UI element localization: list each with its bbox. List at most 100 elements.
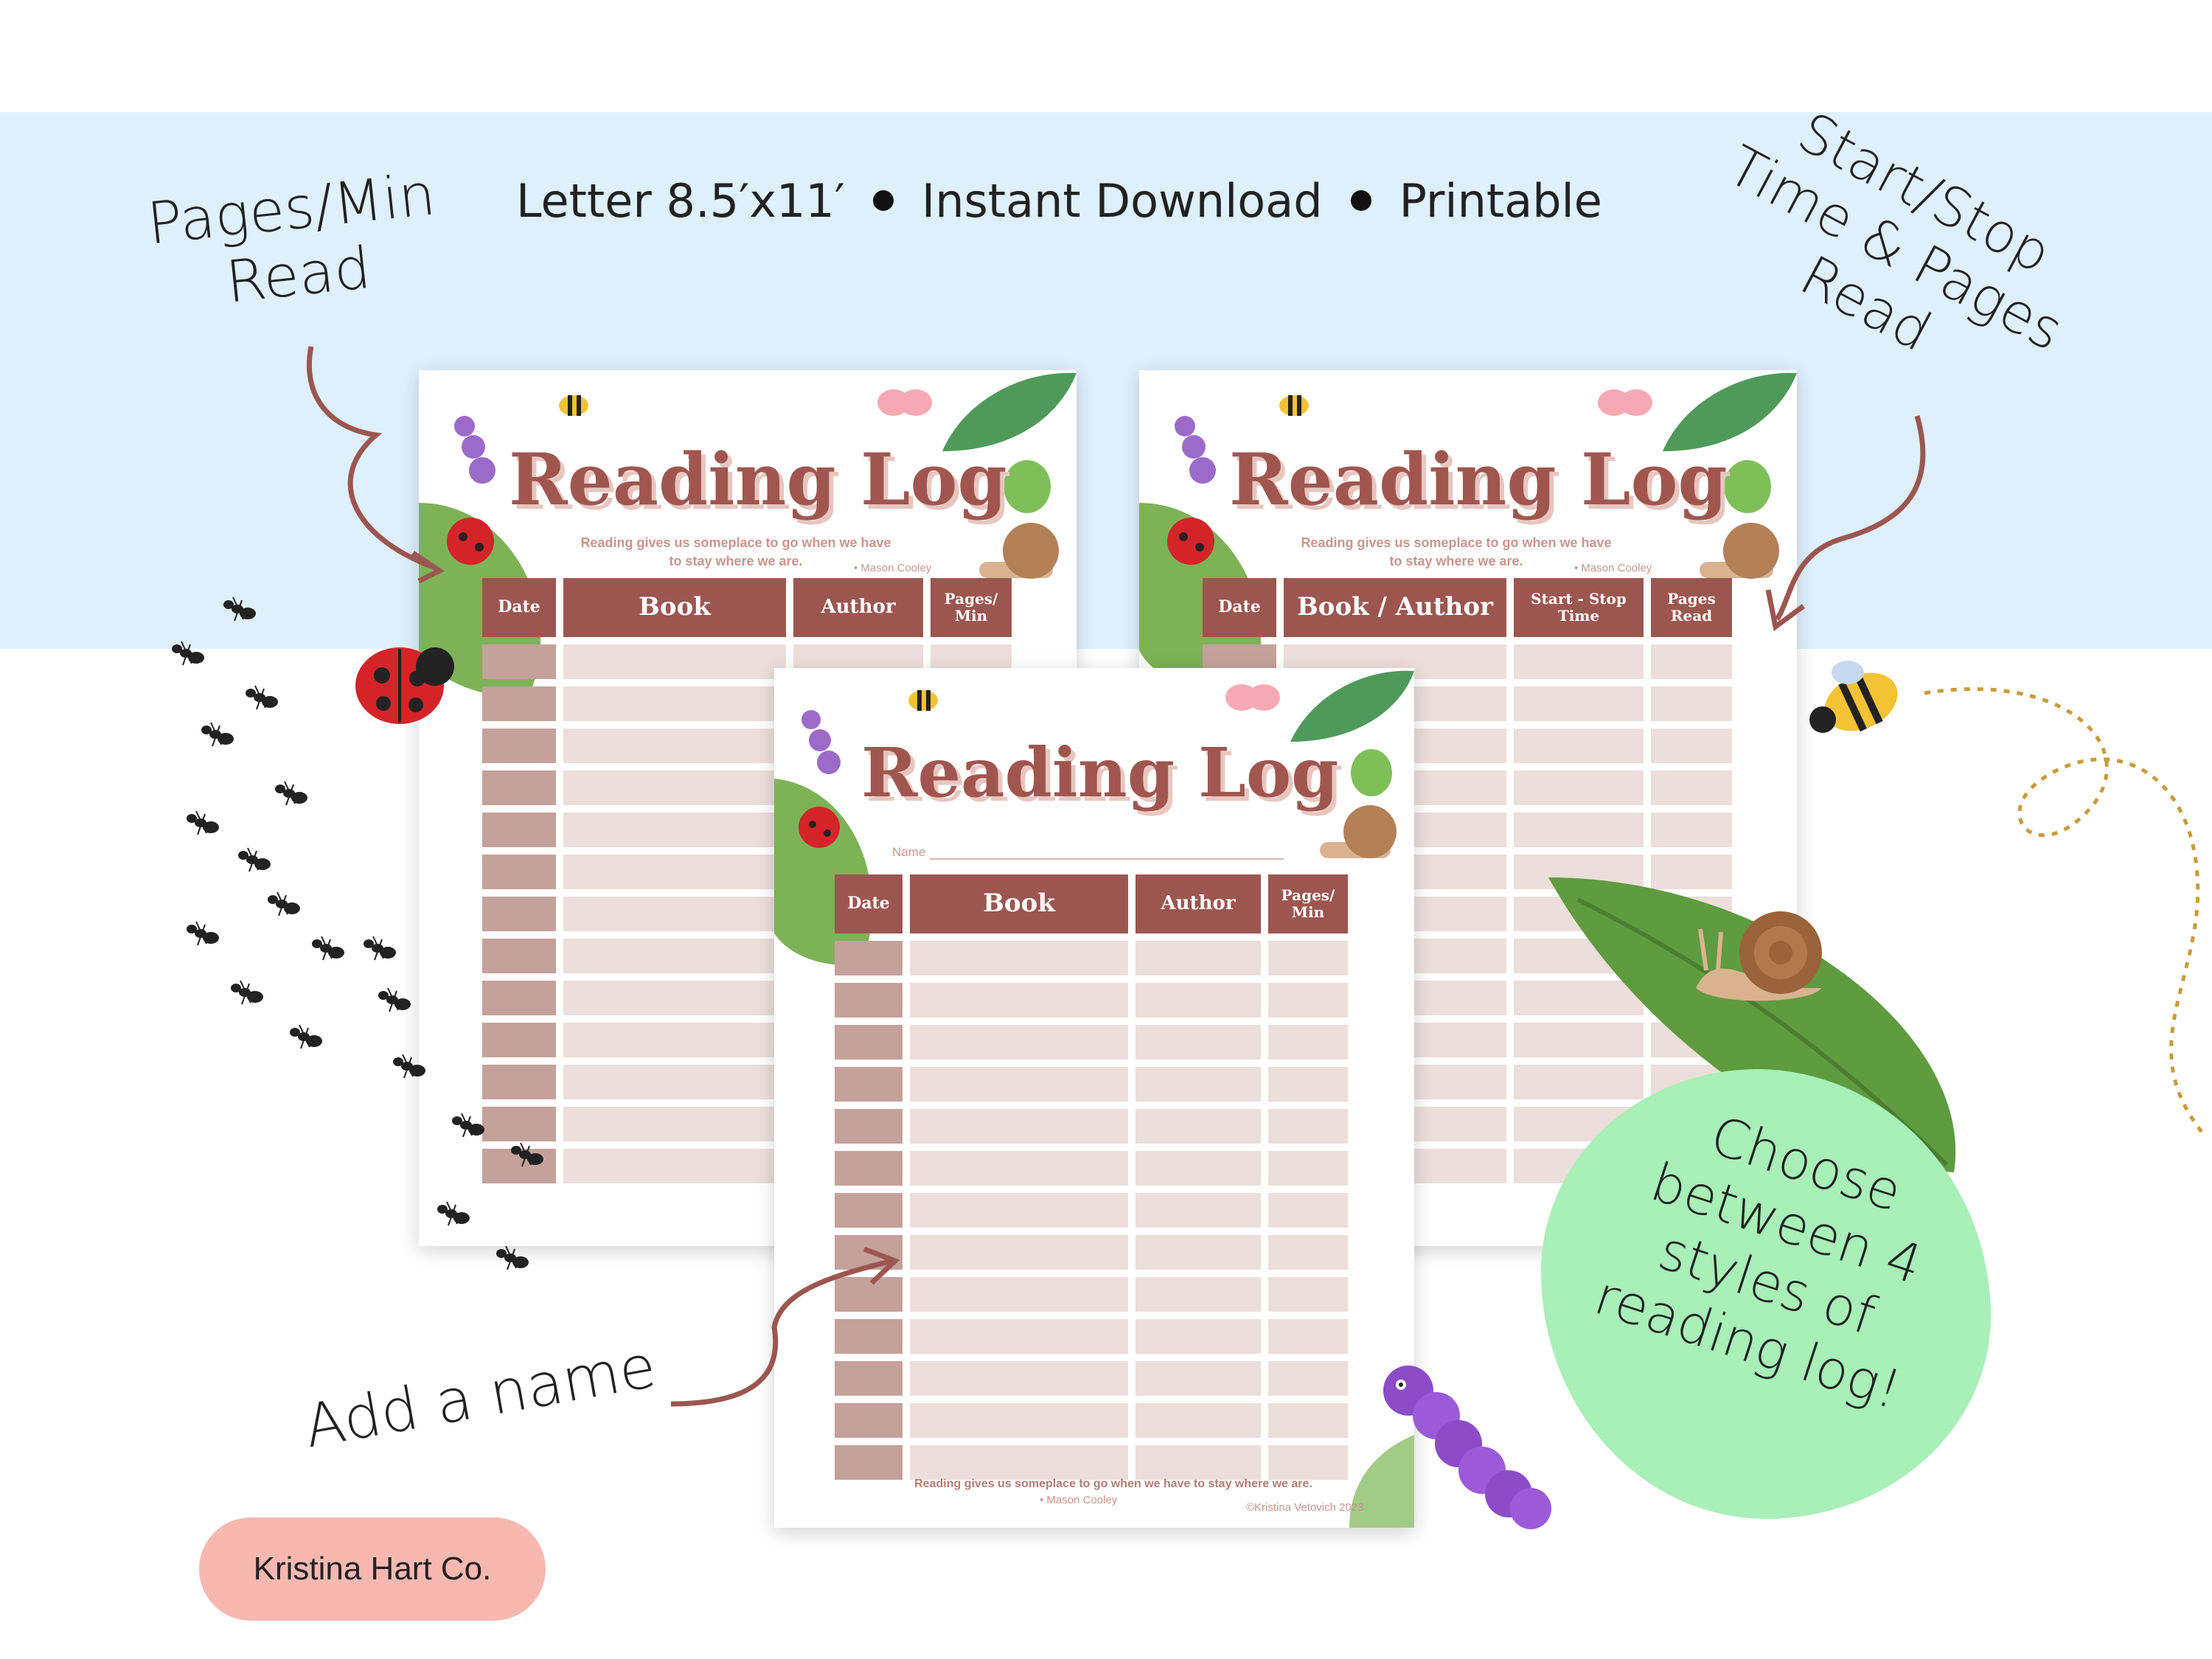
entry-cell[interactable] [1135, 1361, 1261, 1396]
entry-cell[interactable] [1135, 983, 1261, 1018]
date-cell[interactable] [482, 644, 556, 679]
entry-cell[interactable] [563, 1107, 786, 1141]
date-cell[interactable] [835, 1109, 902, 1144]
col-book: Book [563, 578, 786, 637]
ant-trail [172, 597, 543, 1270]
entry-cell[interactable] [1135, 1403, 1261, 1438]
entry-cell[interactable] [1135, 1319, 1261, 1354]
entry-cell[interactable] [1135, 1193, 1261, 1228]
entry-cell[interactable] [910, 1277, 1128, 1312]
entry-cell[interactable] [910, 1025, 1128, 1060]
date-cell[interactable] [835, 1193, 902, 1228]
entry-cell[interactable] [1514, 644, 1644, 679]
entry-cell[interactable] [1268, 941, 1348, 975]
col-book-author: Book / Author [1284, 578, 1506, 637]
entry-cell[interactable] [563, 939, 786, 973]
date-cell[interactable] [482, 813, 556, 847]
entry-cell[interactable] [1268, 1403, 1348, 1438]
entry-cell[interactable] [1268, 1319, 1348, 1354]
date-cell[interactable] [835, 1151, 902, 1186]
entry-cell[interactable] [910, 1193, 1128, 1228]
date-cell[interactable] [835, 1319, 902, 1354]
ladybug-icon [799, 807, 840, 848]
entry-cell[interactable] [910, 1445, 1128, 1480]
entry-cell[interactable] [1135, 1445, 1261, 1480]
entry-cell[interactable] [1135, 941, 1261, 975]
entry-cell[interactable] [1135, 1151, 1261, 1186]
entry-cell[interactable] [563, 1065, 786, 1099]
beetle-icon [1724, 460, 1771, 513]
entry-cell[interactable] [910, 1361, 1128, 1396]
entry-cell[interactable] [1268, 983, 1348, 1018]
entry-cell[interactable] [1514, 1065, 1644, 1099]
entry-cell[interactable] [563, 813, 786, 847]
date-cell[interactable] [835, 983, 902, 1018]
date-cell[interactable] [482, 686, 556, 721]
entry-cell[interactable] [1268, 1151, 1348, 1186]
date-cell[interactable] [482, 855, 556, 889]
date-cell[interactable] [482, 771, 556, 805]
entry-cell[interactable] [910, 983, 1128, 1018]
entry-cell[interactable] [563, 686, 786, 721]
entry-cell[interactable] [563, 771, 786, 805]
entry-cell[interactable] [1268, 1025, 1348, 1060]
date-cell[interactable] [835, 1067, 902, 1102]
date-cell[interactable] [482, 939, 556, 973]
date-cell[interactable] [835, 1445, 902, 1480]
feature-headline: Letter 8.5′x11′ Instant Download Printab… [516, 164, 1696, 237]
entry-cell[interactable] [910, 1403, 1128, 1438]
date-cell[interactable] [482, 1065, 556, 1099]
entry-cell[interactable] [1135, 1277, 1261, 1312]
date-cell[interactable] [835, 1361, 902, 1396]
entry-cell[interactable] [1651, 813, 1732, 847]
date-cell[interactable] [835, 1025, 902, 1060]
entry-cell[interactable] [1514, 981, 1644, 1015]
entry-cell[interactable] [1514, 771, 1644, 805]
entry-cell[interactable] [1268, 1361, 1348, 1396]
entry-cell[interactable] [1514, 728, 1644, 763]
entry-cell[interactable] [1268, 1067, 1348, 1102]
entry-cell[interactable] [563, 644, 786, 679]
entry-cell[interactable] [563, 855, 786, 889]
entry-cell[interactable] [910, 1109, 1128, 1144]
entry-cell[interactable] [1268, 1235, 1348, 1270]
entry-cell[interactable] [1651, 644, 1732, 679]
entry-cell[interactable] [563, 1023, 786, 1057]
date-cell[interactable] [482, 981, 556, 1015]
entry-cell[interactable] [1268, 1445, 1348, 1480]
date-cell[interactable] [835, 941, 902, 975]
entry-cell[interactable] [910, 1319, 1128, 1354]
entry-cell[interactable] [1514, 813, 1644, 847]
entry-cell[interactable] [1135, 1025, 1261, 1060]
entry-cell[interactable] [910, 1067, 1128, 1102]
entry-cell[interactable] [1651, 728, 1732, 763]
entry-cell[interactable] [1268, 1193, 1348, 1228]
entry-cell[interactable] [563, 1149, 786, 1183]
date-cell[interactable] [835, 1403, 902, 1438]
entry-cell[interactable] [1651, 771, 1732, 805]
entry-cell[interactable] [910, 941, 1128, 975]
date-cell[interactable] [482, 1149, 556, 1183]
entry-cell[interactable] [910, 1235, 1128, 1270]
date-cell[interactable] [482, 1023, 556, 1057]
date-cell[interactable] [835, 1277, 902, 1312]
entry-cell[interactable] [563, 728, 786, 763]
date-cell[interactable] [482, 728, 556, 763]
entry-cell[interactable] [1135, 1235, 1261, 1270]
date-cell[interactable] [482, 897, 556, 931]
entry-cell[interactable] [1268, 1109, 1348, 1144]
entry-cell[interactable] [1514, 686, 1644, 721]
date-cell[interactable] [482, 1107, 556, 1141]
entry-cell[interactable] [563, 897, 786, 931]
table-row [835, 1403, 1348, 1438]
entry-cell[interactable] [563, 981, 786, 1015]
table-row [835, 1025, 1348, 1060]
entry-cell[interactable] [1514, 1023, 1644, 1057]
entry-cell[interactable] [1651, 855, 1732, 889]
entry-cell[interactable] [1268, 1277, 1348, 1312]
entry-cell[interactable] [1135, 1067, 1261, 1102]
entry-cell[interactable] [1135, 1109, 1261, 1144]
entry-cell[interactable] [1651, 686, 1732, 721]
name-field[interactable]: Name [892, 845, 1284, 860]
entry-cell[interactable] [910, 1151, 1128, 1186]
